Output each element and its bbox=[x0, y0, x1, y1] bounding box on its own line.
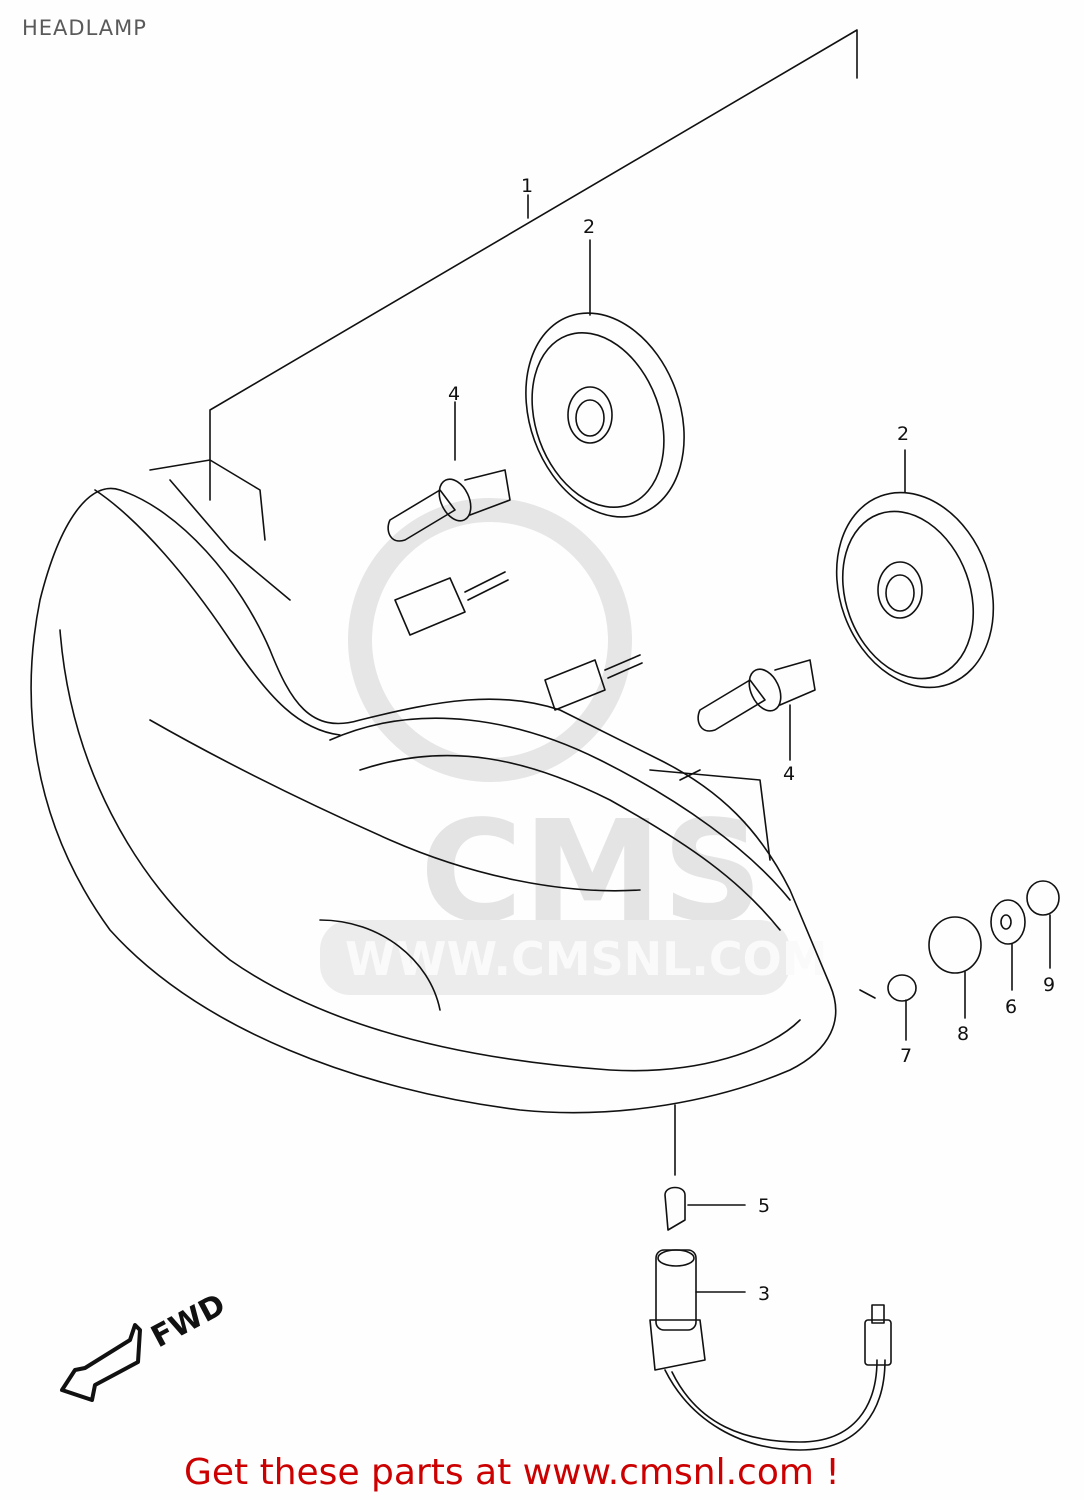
nut-part bbox=[1026, 880, 1060, 916]
callout-3: 3 bbox=[758, 1283, 770, 1305]
callout-7: 7 bbox=[900, 1045, 912, 1067]
callout-4-right: 4 bbox=[783, 763, 795, 785]
grommet-part bbox=[928, 916, 982, 974]
socket-part bbox=[655, 1249, 697, 1331]
callout-1: 1 bbox=[521, 175, 533, 197]
watermark: CMS WWW.CMSNL.COM bbox=[320, 498, 828, 995]
callout-5: 5 bbox=[758, 1195, 770, 1217]
bolt-left bbox=[464, 571, 509, 601]
arrow-left-down-icon bbox=[60, 1323, 142, 1402]
bulb-left bbox=[387, 401, 511, 542]
callout-8: 8 bbox=[957, 1023, 969, 1045]
connector-part bbox=[864, 1319, 892, 1366]
callout-2-right: 2 bbox=[897, 423, 909, 445]
fwd-label: FWD bbox=[146, 1287, 232, 1355]
callout-1-leader bbox=[209, 29, 858, 501]
headlamp-housing bbox=[30, 487, 837, 1114]
callout-9: 9 bbox=[1043, 974, 1055, 996]
page-title: HEADLAMP bbox=[22, 16, 147, 40]
callout-4-left: 4 bbox=[448, 383, 460, 405]
reflector-right bbox=[835, 449, 995, 689]
reflector-left bbox=[525, 239, 685, 518]
spacer-part bbox=[887, 974, 917, 1002]
callout-6: 6 bbox=[1005, 996, 1017, 1018]
position-bulb-part bbox=[664, 1186, 686, 1231]
callout-2-left: 2 bbox=[583, 216, 595, 238]
washer-part bbox=[990, 899, 1026, 945]
watermark-url: WWW.CMSNL.COM bbox=[345, 932, 828, 986]
parts-link-banner[interactable]: Get these parts at www.cmsnl.com ! bbox=[184, 1452, 840, 1493]
bulb-right bbox=[697, 659, 816, 761]
bolt-right bbox=[604, 654, 643, 679]
